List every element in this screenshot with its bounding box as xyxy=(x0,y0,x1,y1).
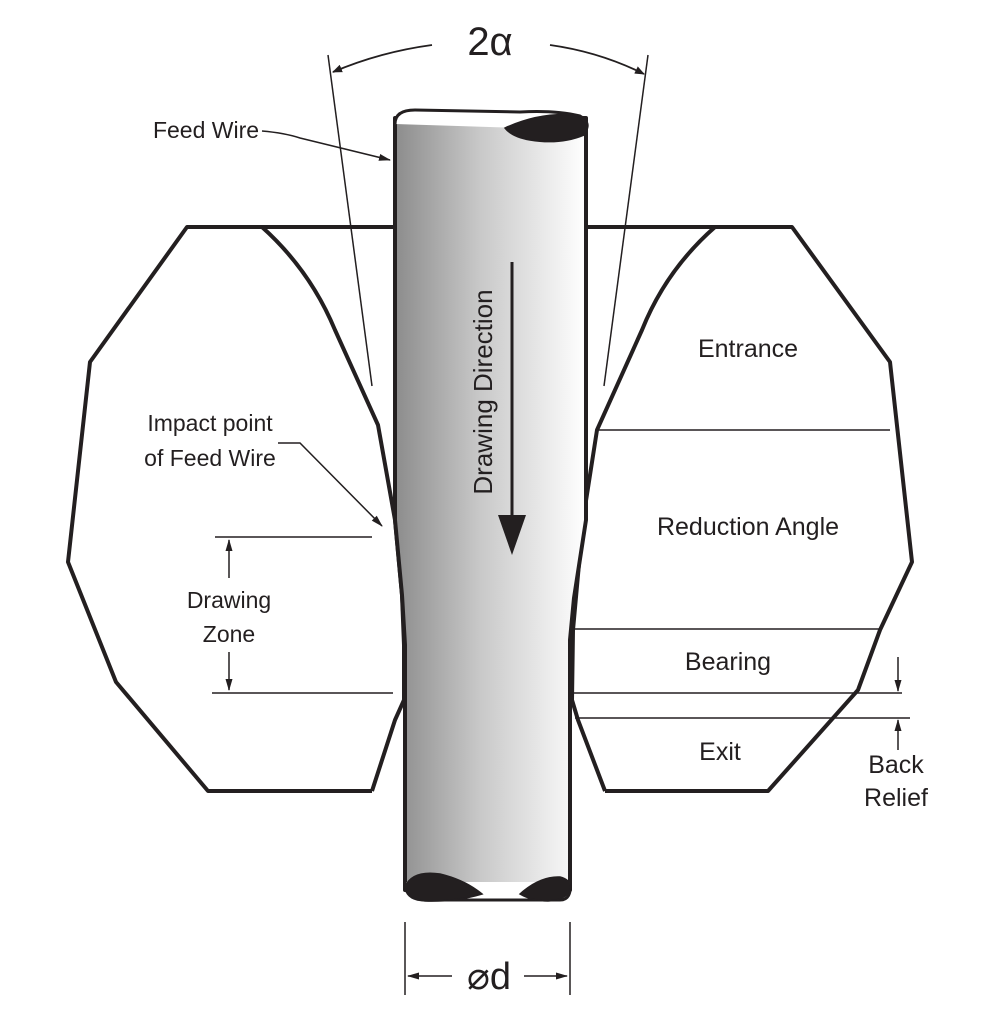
die-left-outline xyxy=(66,225,393,793)
exit-label: Exit xyxy=(699,738,741,766)
entrance-label: Entrance xyxy=(698,335,798,363)
wire-bottom-cap-shadow xyxy=(404,872,484,902)
angle-right-ray xyxy=(603,54,649,387)
feed-wire-leader xyxy=(261,130,391,161)
wire-body xyxy=(393,116,588,892)
reduction-angle-label: Reduction Angle xyxy=(657,513,839,541)
die-left-cone xyxy=(260,225,406,792)
die-left-half xyxy=(66,225,406,793)
back-relief-label-line2: Relief xyxy=(864,784,928,812)
impact-point-label-line2: of Feed Wire xyxy=(144,445,276,471)
feed-wire-label: Feed Wire xyxy=(153,117,259,143)
drawing-direction-label: Drawing Direction xyxy=(468,289,498,494)
angle-left-ray xyxy=(327,54,373,387)
angle-arc-right xyxy=(549,44,645,75)
back-relief-label-line1: Back xyxy=(868,751,924,779)
impact-point-leader xyxy=(278,442,383,527)
diameter-label: ⌀d xyxy=(467,956,511,998)
die-right-outline xyxy=(585,225,914,793)
feed-wire xyxy=(393,108,589,902)
angle-label: 2α xyxy=(467,20,512,64)
wire-top-cap-shadow xyxy=(503,113,588,143)
drawing-zone-label-line2: Zone xyxy=(203,621,255,647)
drawing-zone-label-line1: Drawing xyxy=(187,587,271,613)
angle-arc-left xyxy=(332,44,433,73)
diameter-dimension xyxy=(404,922,571,995)
drawing-direction-arrowhead xyxy=(498,515,526,555)
drawing-direction-arrow xyxy=(498,262,526,555)
die-right-half xyxy=(570,225,914,793)
angle-indicator xyxy=(327,44,649,387)
bearing-label: Bearing xyxy=(685,648,771,676)
wire-bottom-cap-shadow-right xyxy=(518,876,572,902)
impact-point-label-line1: Impact point xyxy=(147,410,273,436)
die-right-cone xyxy=(570,225,717,792)
